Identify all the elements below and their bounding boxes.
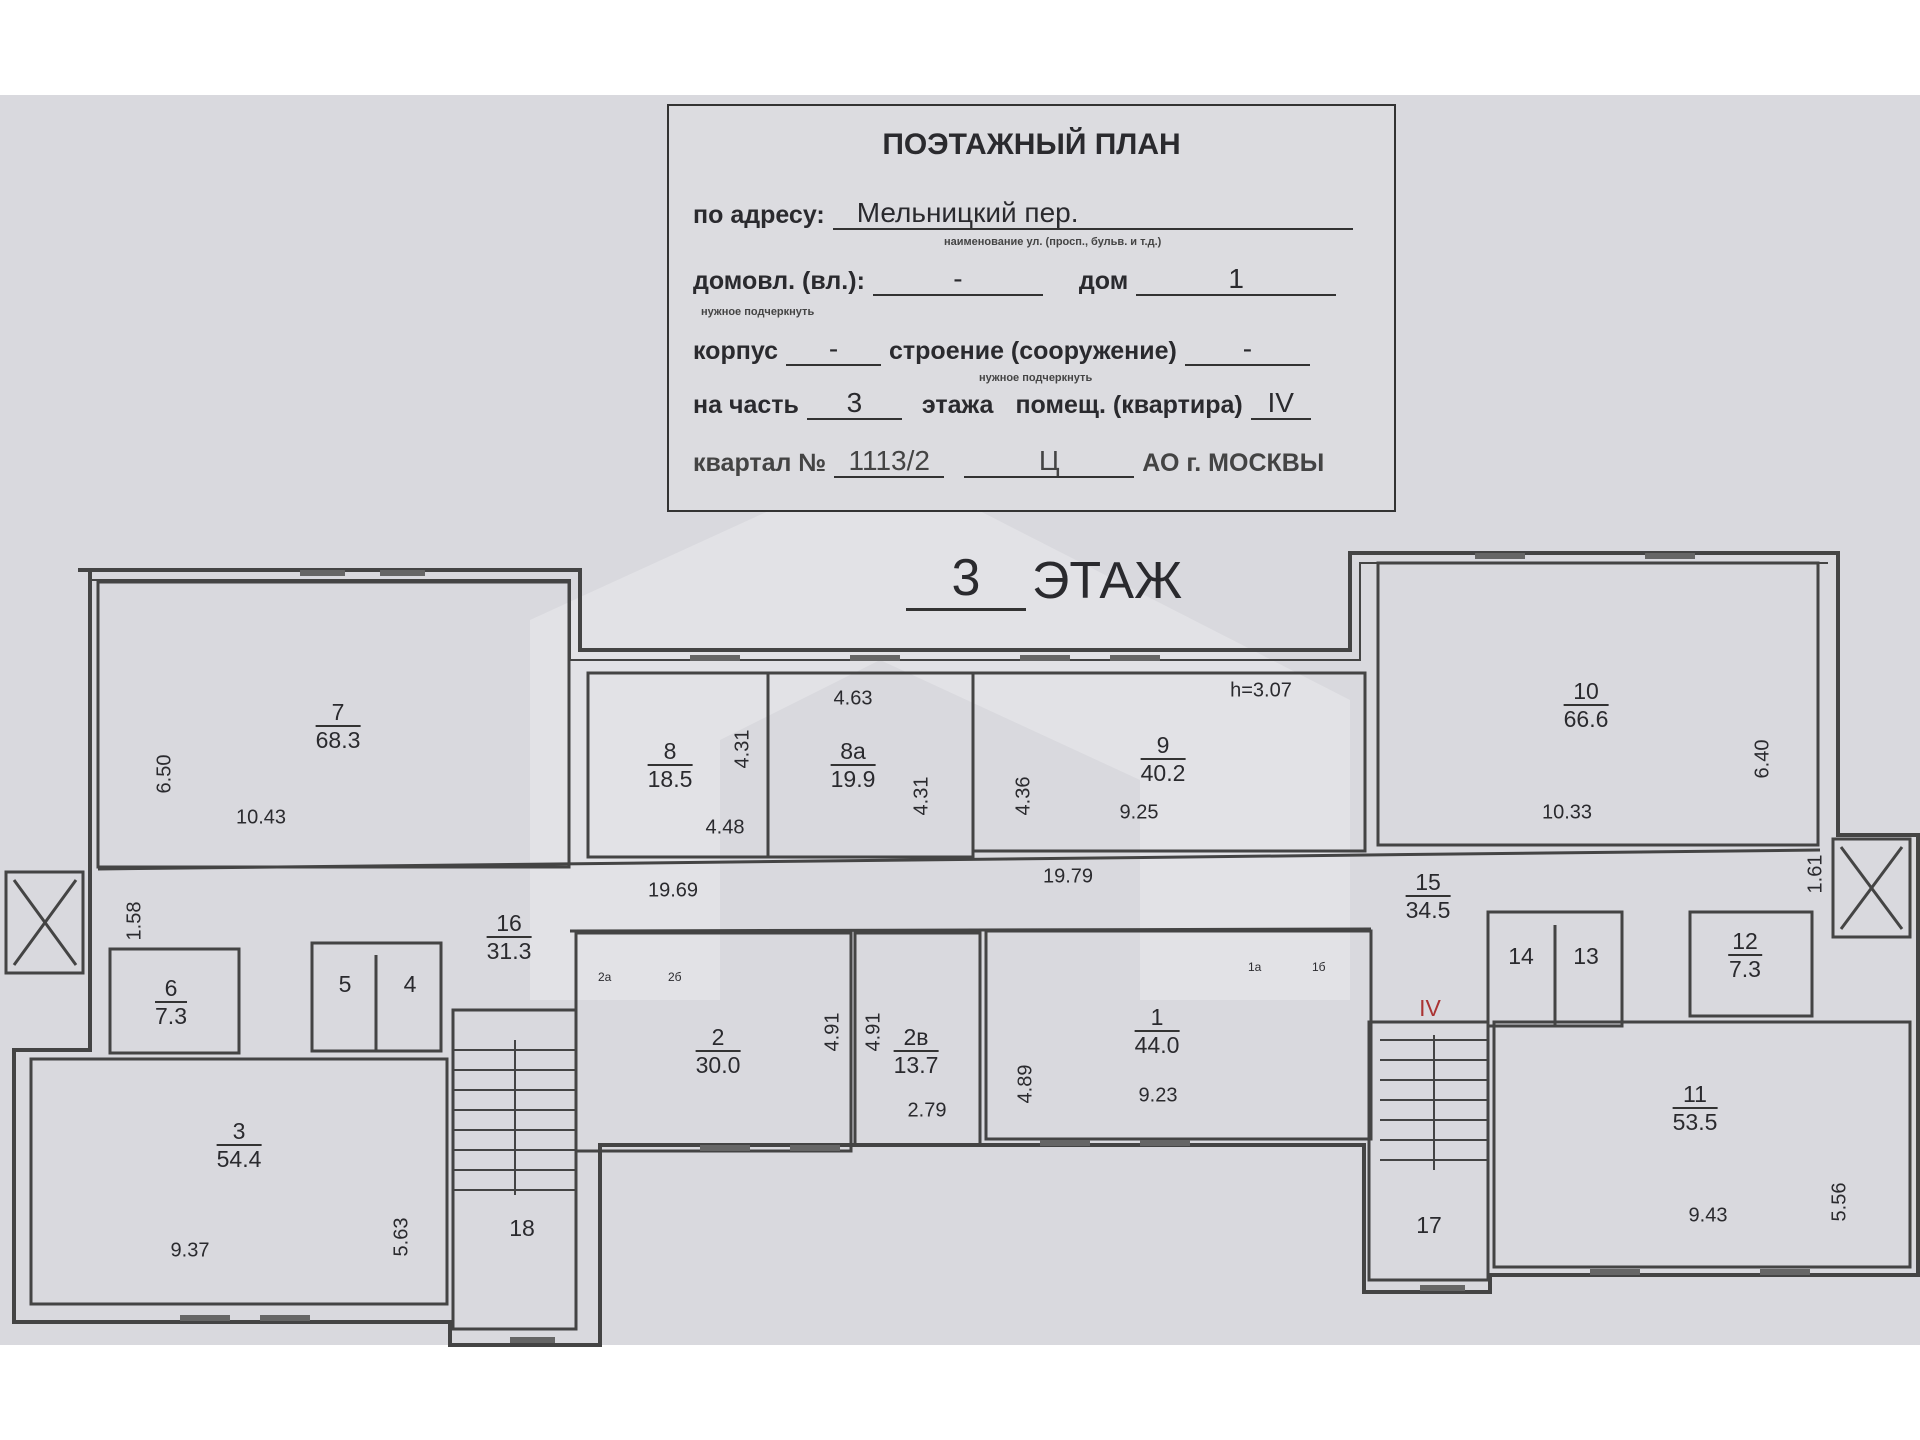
dimension: 4.91	[821, 1012, 844, 1052]
watermark-logo	[530, 460, 1350, 1000]
underline-note-1: нужное подчеркнуть	[701, 306, 815, 318]
premises-marker: IV	[1419, 995, 1441, 1021]
dimension: 5.56	[1828, 1182, 1851, 1222]
kvartal-label: квартал №	[693, 449, 827, 477]
dimension: 4.89	[1014, 1064, 1037, 1104]
dimension: 4.91	[862, 1012, 885, 1052]
domovl-value: -	[872, 264, 1043, 296]
stair-17-outline	[1367, 1020, 1490, 1282]
dimension: 4.36	[1012, 776, 1035, 816]
room-9-outline	[971, 671, 1367, 853]
dimension: 1.61	[1804, 854, 1827, 894]
korpus-label: корпус	[693, 337, 779, 365]
room-4: 4	[403, 971, 417, 997]
stroenie-value: -	[1184, 334, 1310, 366]
dimension: 10.43	[235, 806, 287, 829]
room-10-outline	[1376, 561, 1820, 847]
kvartal-value: 1113/2	[834, 446, 945, 478]
outer-wall	[12, 551, 1920, 1347]
city-label: АО г. МОСКВЫ	[1142, 449, 1325, 477]
sub-label-2b: 2б	[668, 970, 682, 984]
elevator-right-icon	[1831, 837, 1912, 939]
dimension: 10.33	[1541, 801, 1593, 824]
premises-label: помещ. (квартира)	[1015, 391, 1243, 419]
room-5: 5	[338, 971, 352, 997]
sub-label-1b: 1б	[1312, 960, 1326, 974]
district-value: Ц	[964, 446, 1135, 478]
room-17: 17	[1416, 1212, 1442, 1238]
floor-number: 3	[906, 548, 1026, 611]
elevator-left-icon	[4, 870, 85, 975]
underline-note-2: нужное подчеркнуть	[979, 372, 1093, 384]
dimension: 9.37	[170, 1239, 210, 1262]
address-label: по адресу:	[693, 201, 825, 229]
floor-label: ЭТАЖ	[1032, 552, 1183, 610]
dimension: 9.23	[1138, 1084, 1178, 1107]
address-value: Мельницкий пер.	[832, 198, 1353, 230]
address-note: наименование ул. (просп., бульв. и т.д.)	[944, 236, 1162, 248]
stroenie-label: строение (сооружение)	[889, 337, 1177, 365]
floor-heading: 3 ЭТАЖ	[906, 548, 1182, 611]
windows	[180, 553, 1810, 1343]
stair-17-steps	[1380, 1035, 1488, 1170]
sub-label-2a: 2а	[598, 970, 612, 984]
part-value: 3	[806, 388, 902, 420]
room-2a-outline	[853, 931, 982, 1147]
room-14: 14	[1508, 943, 1534, 969]
dimension: 4.48	[705, 816, 745, 839]
room-11-outline	[1492, 1020, 1912, 1269]
plan-title: ПОЭТАЖНЫЙ ПЛАН	[882, 128, 1181, 161]
room-6-outline	[108, 947, 241, 1055]
dimension: 5.63	[390, 1217, 413, 1257]
premises-value: IV	[1250, 388, 1311, 420]
room-13: 13	[1573, 943, 1599, 969]
floor-word: этажа	[921, 391, 994, 419]
dimension: 9.43	[1688, 1204, 1728, 1227]
dimension: 9.25	[1119, 801, 1159, 824]
stair-18-steps	[453, 1040, 576, 1195]
korpus-value: -	[786, 334, 882, 366]
dimension: 19.79	[1042, 865, 1094, 888]
dimension: 6.50	[153, 754, 176, 794]
dimension: 4.31	[731, 729, 754, 769]
dimension: 4.31	[910, 776, 933, 816]
dimension: 1.58	[123, 901, 146, 941]
dimension: 6.40	[1751, 739, 1774, 779]
domovl-label: домовл. (вл.):	[693, 267, 865, 295]
room-1-outline	[984, 929, 1373, 1141]
room-3-outline	[29, 1057, 449, 1306]
room-18: 18	[509, 1215, 535, 1241]
ceiling-height: h=3.07	[1230, 679, 1292, 702]
dimension: 19.69	[647, 879, 699, 902]
dimension: 4.63	[833, 687, 873, 710]
dom-value: 1	[1136, 264, 1337, 296]
dom-label: дом	[1078, 267, 1129, 295]
room-12-outline	[1688, 910, 1814, 1018]
part-label: на часть	[693, 391, 799, 419]
title-block: ПОЭТАЖНЫЙ ПЛАН по адресу:Мельницкий пер.…	[667, 104, 1396, 512]
dimension: 2.79	[907, 1099, 947, 1122]
sub-label-1a: 1а	[1248, 960, 1262, 974]
